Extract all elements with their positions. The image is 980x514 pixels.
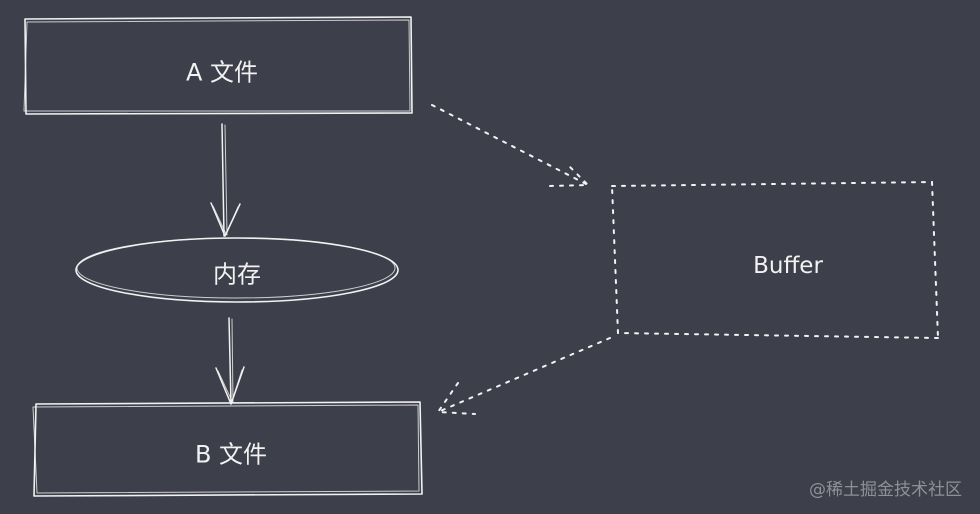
buffer-box: [611, 181, 939, 339]
file-a-label: A 文件: [185, 58, 259, 87]
arrow-memory-to-b: [215, 317, 245, 405]
file-b-box: [32, 401, 423, 497]
memory-ellipse: [75, 237, 399, 303]
watermark: @稀土掘金技术社区: [809, 480, 962, 500]
arrow-a-to-memory: [210, 123, 241, 237]
file-b-label: B 文件: [194, 440, 268, 469]
dotted-arrow-buffer-to-b: [437, 337, 611, 415]
buffer-label: Buffer: [753, 253, 823, 279]
file-a-box: [23, 16, 413, 115]
memory-label: 内存: [213, 260, 261, 289]
dotted-arrow-a-to-buffer: [431, 104, 589, 187]
